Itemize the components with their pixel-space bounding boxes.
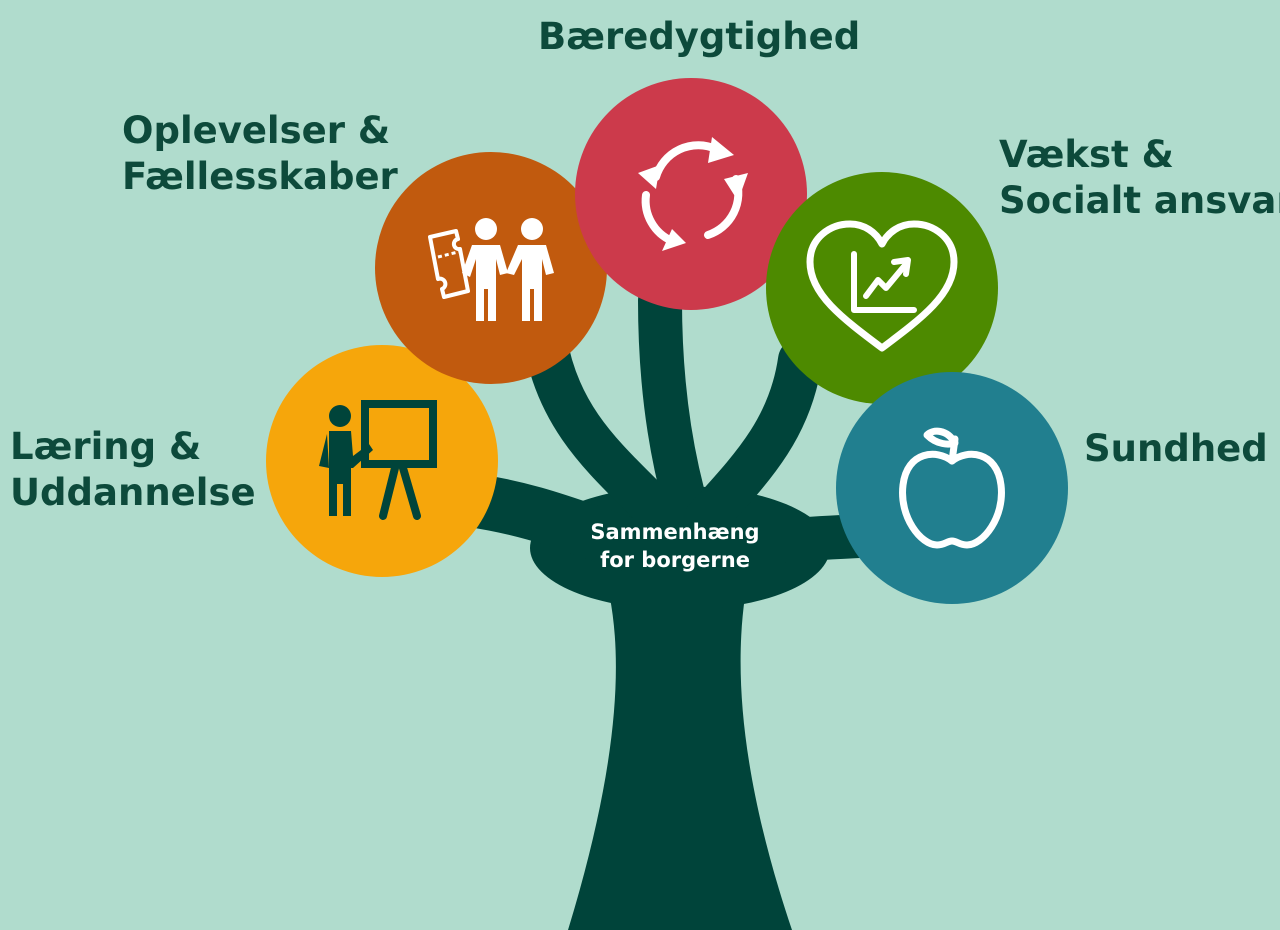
vaekst-circle: [766, 172, 998, 404]
teacher-board-icon: [319, 400, 437, 520]
center-label-line1: Sammenhæng: [590, 520, 760, 544]
oplevelser-label-line2: Fællesskaber: [122, 155, 398, 198]
vaekst-label-line1: Vækst &: [999, 133, 1174, 176]
baeredygtighed-label: Bæredygtighed: [538, 15, 861, 58]
laering-label-line1: Læring &: [10, 425, 202, 468]
center-label: Sammenhæng for borgerne: [560, 518, 790, 574]
oplevelser-label-line1: Oplevelser &: [122, 109, 391, 152]
vaekst-label-line2: Socialt ansvar: [999, 179, 1280, 222]
laering-circle: [266, 345, 498, 577]
oplevelser-label: Oplevelser & Fællesskaber: [122, 108, 398, 200]
people-ticket-icon: [428, 218, 554, 321]
center-label-line2: for borgerne: [600, 548, 750, 572]
oplevelser-circle: [375, 152, 607, 384]
recycle-arrows-icon: [638, 137, 748, 251]
sundhed-circle: [836, 372, 1068, 604]
apple-icon: [899, 427, 1005, 549]
laering-label-line2: Uddannelse: [10, 471, 256, 514]
sundhed-label: Sundhed: [1084, 427, 1268, 470]
vaekst-label: Vækst & Socialt ansvar: [999, 132, 1280, 224]
laering-label: Læring & Uddannelse: [10, 424, 256, 516]
heart-growth-chart-icon: [806, 220, 958, 352]
